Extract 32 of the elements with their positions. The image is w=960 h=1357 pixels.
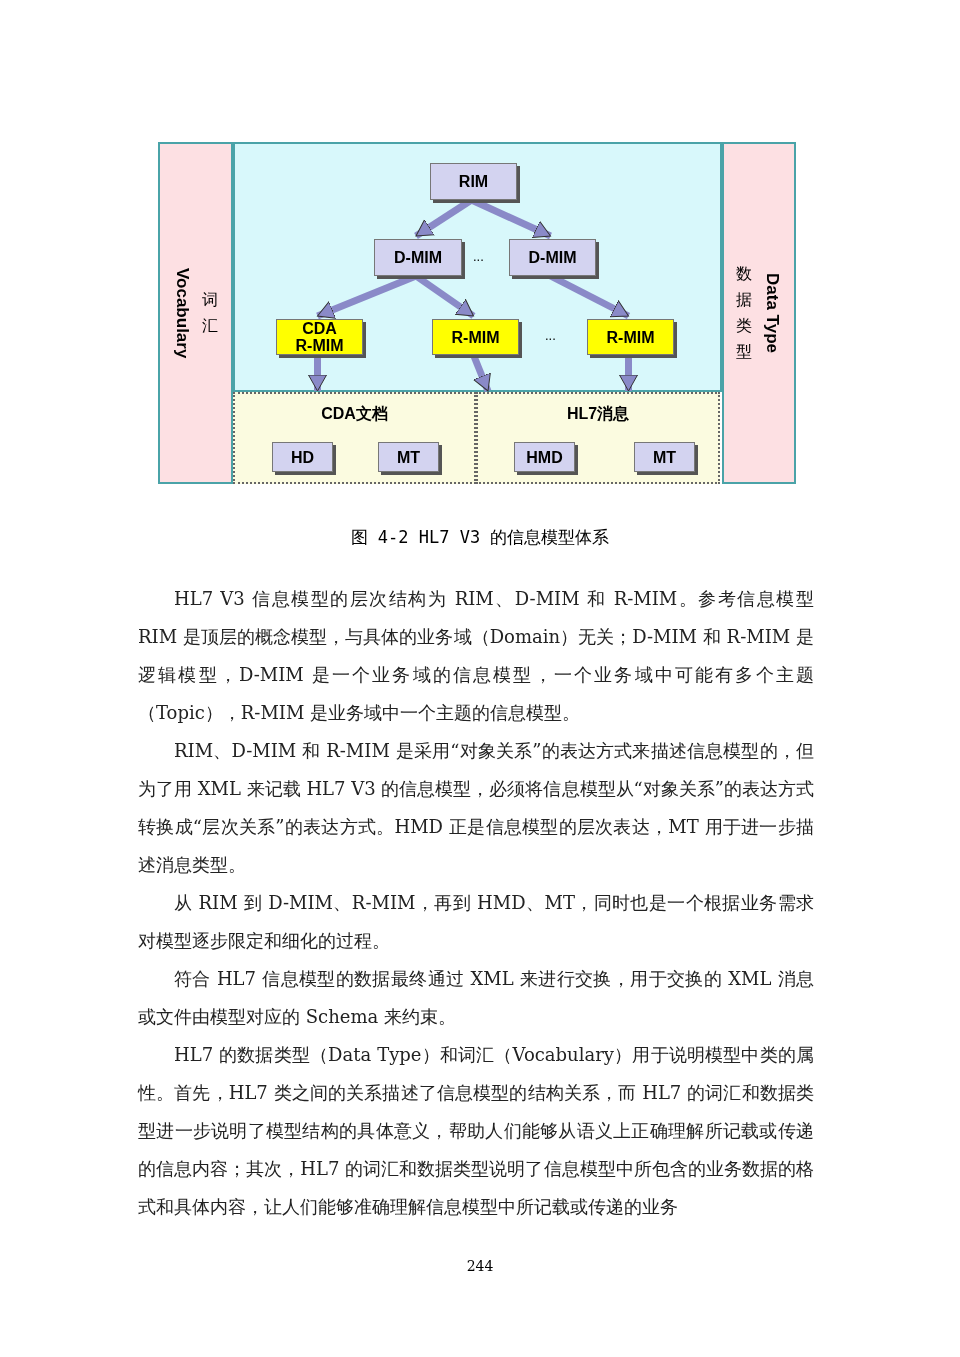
model-box: R-MIM	[432, 319, 519, 355]
body-paragraph: HL7 V3 信息模型的层次结构为 RIM、D-MIM 和 R-MIM。参考信息模型 RIM 是顶层的概念模型，与具体的业务域（Domain）无关；D-MIM 和 R-MIM 是逻辑模型，D-MIM 是一个业务域的信息模型，一个业务域中可能有多个主题（Topic），R-MIM 是业务域中一个主题的信息模型。	[138, 587, 814, 725]
model-box: HD	[272, 442, 333, 472]
model-box: MT	[634, 442, 695, 472]
body-paragraph: RIM、D-MIM 和 R-MIM 是采用“对象关系”的表达方式来描述信息模型的，但为了用 XML 来记载 HL7 V3 的信息模型，必须将信息模型从“对象关系”的表达方式转换成“层次关系”的表达方式。HMD 正是信息模型的层次表达，MT 用于进一步描述消息类型。	[138, 739, 814, 877]
side-band	[158, 142, 233, 484]
arrow	[308, 355, 327, 392]
arrow	[619, 355, 638, 392]
model-box: D-MIM	[509, 239, 596, 276]
model-box: R-MIM	[587, 319, 674, 355]
body-paragraph: 符合 HL7 信息模型的数据最终通过 XML 来进行交换，用于交换的 XML 消息或文件由模型对应的 Schema 来约束。	[138, 967, 814, 1029]
output-panel	[476, 392, 720, 484]
model-box: D-MIM	[374, 239, 462, 276]
figure-caption: 图 4-2 HL7 V3 的信息模型体系	[349, 526, 611, 549]
ellipsis-text: ...	[473, 249, 484, 264]
model-box: RIM	[430, 163, 517, 200]
model-panel	[233, 142, 722, 392]
model-box: CDA R-MIM	[276, 319, 363, 355]
panel-heading: CDA文档	[320, 404, 389, 424]
body-paragraph: HL7 的数据类型（Data Type）和词汇（Vocabulary）用于说明模型中类的属性。首先，HL7 类之间的关系描述了信息模型的结构关系，而 HL7 的词汇和数据类型进一步说明了模型结构的具体意义，帮助人们能够从语义上正确理解所记载或传递的信息内容；其次，HL7 的词汇和数据类型说明了信息模型中所包含的业务数据的格式和具体内容，让人们能够准确理解信息模型中所记载或传递的业务	[138, 1043, 814, 1219]
model-box: MT	[378, 442, 439, 472]
panel-heading: HL7消息	[565, 404, 631, 424]
page-number: 244	[465, 1258, 495, 1274]
body-paragraph: 从 RIM 到 D-MIM、R-MIM，再到 HMD、MT，同时也是一个根据业务需求对模型逐步限定和细化的过程。	[138, 891, 814, 953]
model-box: HMD	[514, 442, 575, 472]
side-band	[722, 142, 796, 484]
band-label: Vocabulary	[172, 267, 193, 359]
band-label: 词汇	[202, 290, 219, 336]
output-panel	[233, 392, 476, 484]
band-label: Data Type	[762, 273, 783, 353]
band-label: 数据类型	[735, 264, 753, 362]
ellipsis-text: ...	[545, 328, 556, 343]
